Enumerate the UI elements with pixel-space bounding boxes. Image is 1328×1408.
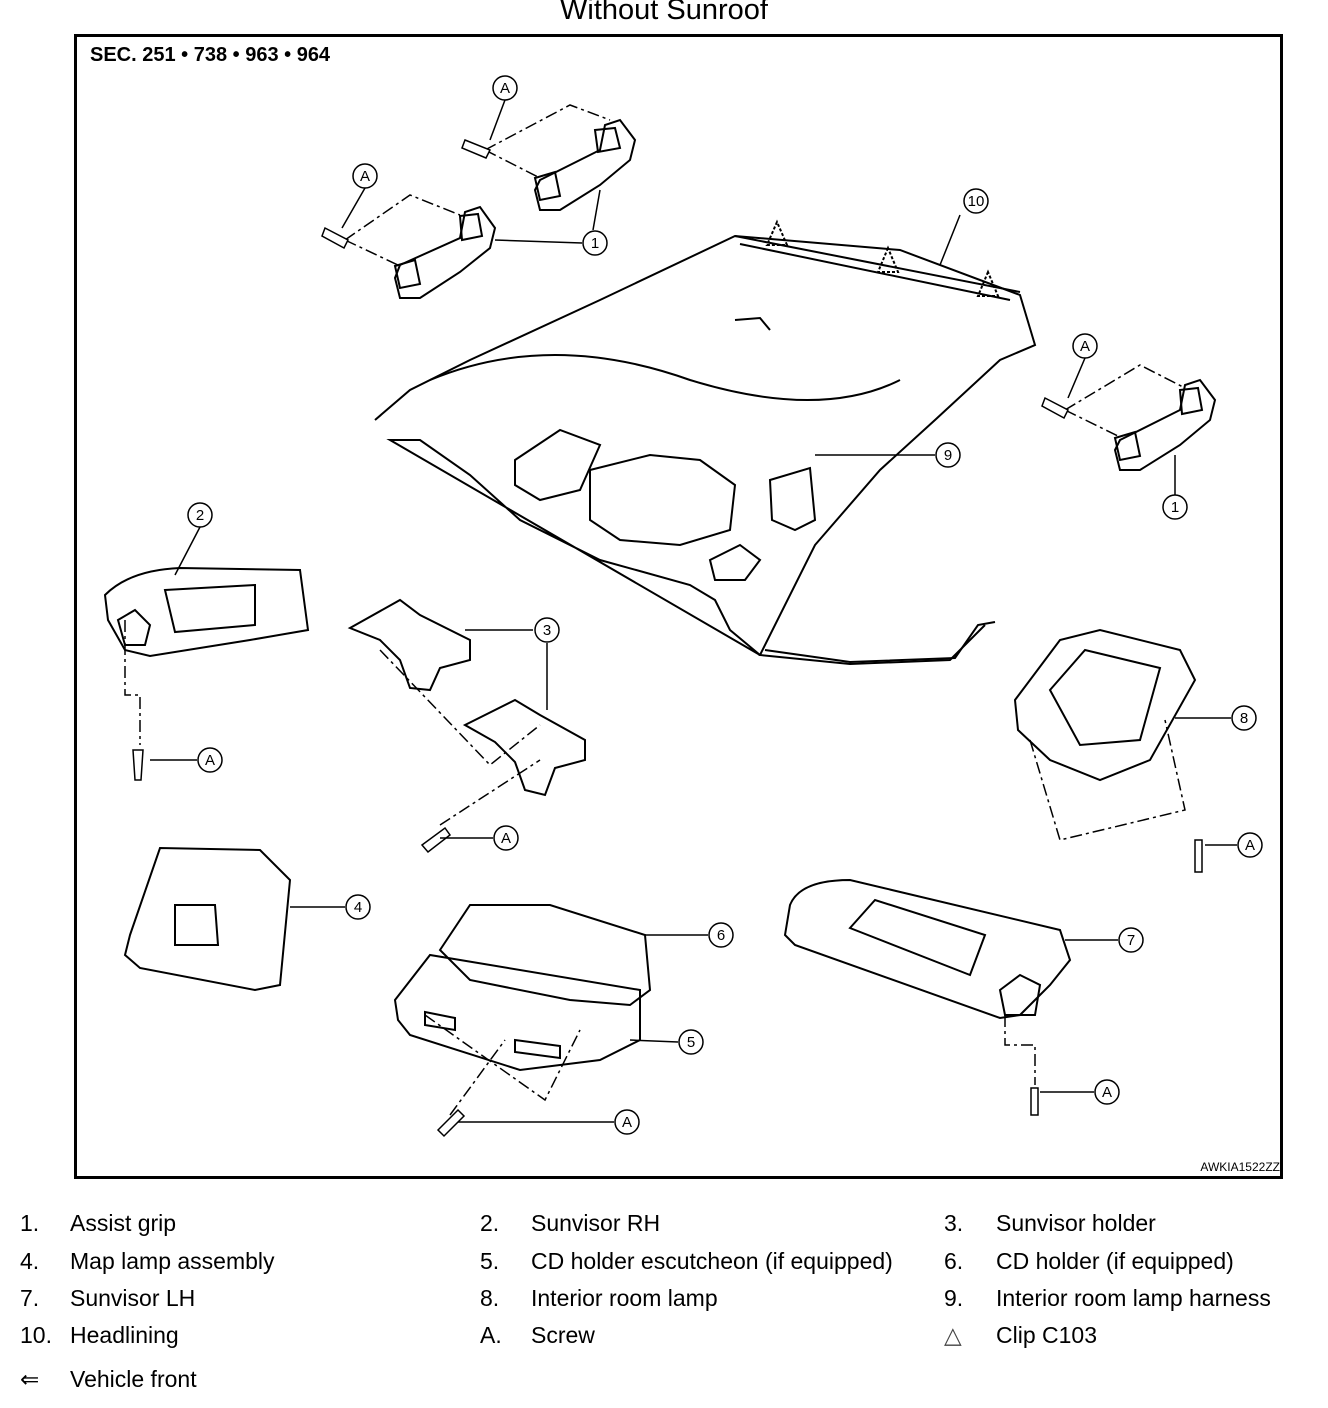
diagram-title: Without Sunroof bbox=[560, 0, 768, 26]
screw-icon bbox=[420, 826, 452, 854]
screw-icon bbox=[461, 139, 492, 159]
callout-6: 6 bbox=[708, 922, 734, 948]
sunvisor-lh-part bbox=[783, 878, 1072, 1020]
svg-text:3: 3 bbox=[543, 622, 551, 639]
screw-icon bbox=[1041, 396, 1070, 420]
callout-2: 2 bbox=[187, 502, 213, 528]
svg-text:A: A bbox=[360, 168, 370, 185]
svg-text:5: 5 bbox=[687, 1034, 695, 1051]
diagram-frame bbox=[74, 34, 1283, 1179]
screw-icon bbox=[1030, 1087, 1039, 1116]
callout-10: 10 bbox=[963, 188, 989, 214]
callout-a: A bbox=[352, 163, 378, 189]
svg-text:8: 8 bbox=[1240, 710, 1248, 727]
cd-holder-part bbox=[438, 904, 652, 1007]
figure-code: AWKIA1522ZZ bbox=[1200, 1160, 1280, 1174]
callout-bubbles: 1 1 2 3 4 5 6 7 8 9 10 A A A A A A A A bbox=[187, 75, 1263, 1135]
svg-text:1: 1 bbox=[1171, 499, 1179, 516]
assist-grip-part bbox=[533, 118, 637, 211]
screw-icon bbox=[1194, 839, 1203, 873]
callout-9: 9 bbox=[935, 442, 961, 468]
section-label: SEC. 251 • 738 • 963 • 964 bbox=[90, 44, 331, 66]
headlining-part bbox=[374, 234, 1037, 666]
callout-4: 4 bbox=[345, 894, 371, 920]
sunvisor-holder-part bbox=[347, 598, 471, 692]
svg-text:4: 4 bbox=[354, 899, 362, 916]
callout-1: 1 bbox=[1162, 494, 1188, 520]
screw-icon bbox=[321, 226, 350, 250]
callout-a: A bbox=[1072, 333, 1098, 359]
vehicle-front-arrow-icon: ⇐ bbox=[20, 1366, 40, 1392]
sunvisor-holder-part bbox=[462, 698, 586, 797]
assist-grip-part bbox=[1113, 378, 1217, 471]
clip-triangle-icon: △ bbox=[944, 1322, 962, 1348]
callout-a: A bbox=[1237, 832, 1263, 858]
callout-7: 7 bbox=[1118, 927, 1144, 953]
callout-3: 3 bbox=[534, 617, 560, 643]
sunvisor-rh-part bbox=[103, 566, 310, 658]
map-lamp-part bbox=[123, 846, 292, 992]
screw-icon bbox=[436, 1108, 466, 1138]
callout-a: A bbox=[197, 747, 223, 773]
svg-text:1: 1 bbox=[591, 235, 599, 252]
callout-a: A bbox=[1094, 1079, 1120, 1105]
callout-1: 1 bbox=[582, 230, 608, 256]
screw-icon bbox=[132, 749, 144, 781]
svg-text:A: A bbox=[1080, 338, 1090, 355]
interior-room-lamp-part bbox=[1013, 628, 1197, 782]
callout-5: 5 bbox=[678, 1029, 704, 1055]
svg-text:A: A bbox=[622, 1114, 632, 1131]
callout-8: 8 bbox=[1231, 705, 1257, 731]
svg-text:A: A bbox=[205, 752, 215, 769]
svg-text:A: A bbox=[1102, 1084, 1112, 1101]
svg-text:2: 2 bbox=[196, 507, 204, 524]
svg-text:9: 9 bbox=[944, 447, 952, 464]
callout-a: A bbox=[492, 75, 518, 101]
svg-text:A: A bbox=[501, 830, 511, 847]
svg-text:A: A bbox=[1245, 837, 1255, 854]
svg-text:A: A bbox=[500, 80, 510, 97]
callout-a: A bbox=[493, 825, 519, 851]
svg-text:10: 10 bbox=[968, 193, 985, 210]
callout-a: A bbox=[614, 1109, 640, 1135]
svg-text:6: 6 bbox=[717, 927, 725, 944]
cd-escutcheon-part bbox=[393, 953, 641, 1072]
svg-text:7: 7 bbox=[1127, 932, 1135, 949]
assist-grip-part bbox=[393, 205, 497, 299]
